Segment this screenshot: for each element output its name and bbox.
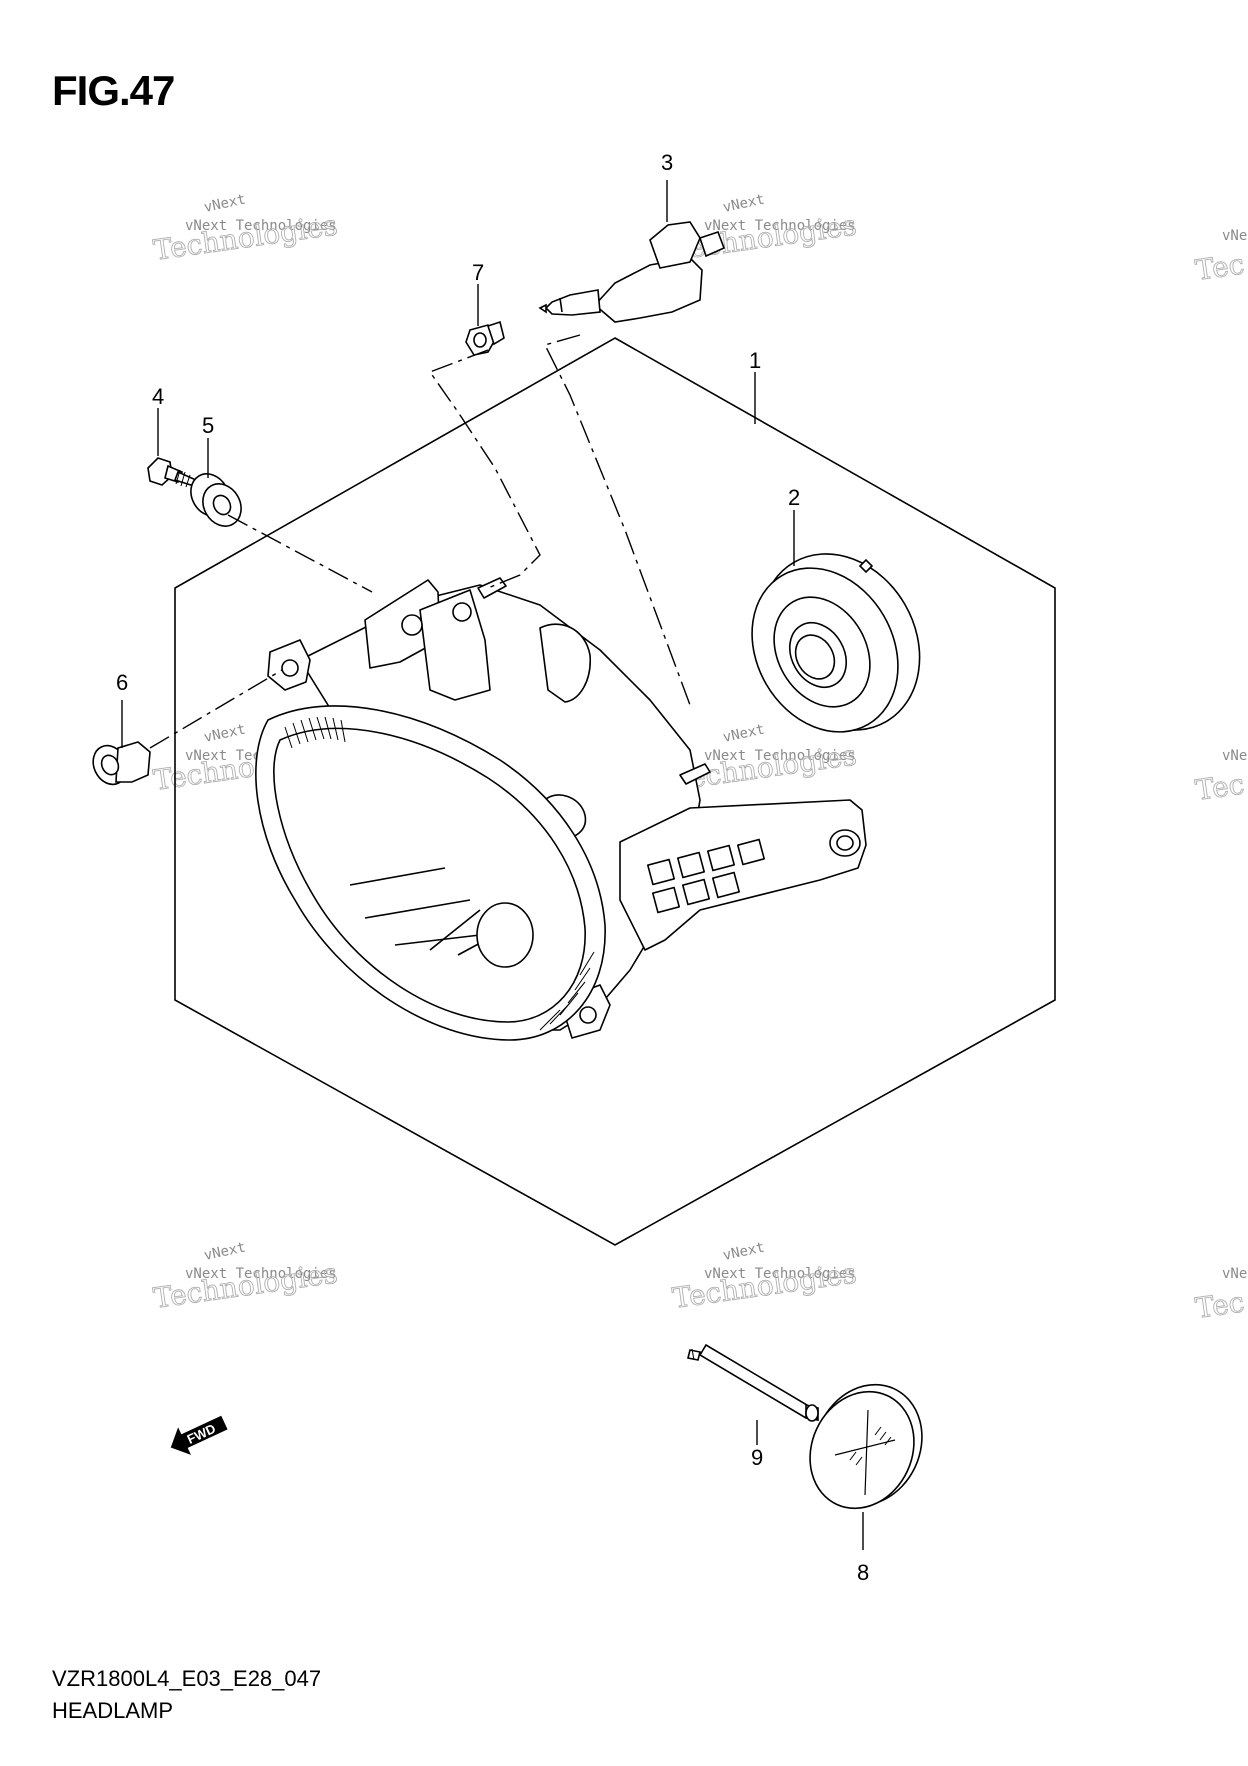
svg-text:vNe: vNe — [1222, 1266, 1247, 1282]
watermark-mid-right: vNext vNext Technologies Technologies — [670, 721, 859, 797]
callout-4: 4 — [152, 384, 164, 409]
clip-part — [465, 320, 505, 356]
svg-text:vNext: vNext — [203, 721, 248, 745]
watermark-top-left: vNext vNext Technologies Technologies — [151, 191, 340, 267]
callout-6: 6 — [116, 670, 128, 695]
svg-text:vNext: vNext — [722, 191, 767, 215]
cap-part — [809, 1383, 923, 1510]
svg-text:vNe: vNe — [1222, 228, 1247, 244]
watermark-edge-1: vNe Tec — [1193, 228, 1247, 287]
leader-lines — [121, 180, 864, 1550]
svg-text:vNext: vNext — [203, 191, 248, 215]
svg-text:vNext: vNext — [203, 1239, 248, 1263]
svg-text:vNext Technologies: vNext Technologies — [185, 1266, 337, 1282]
headlamp-lens — [255, 705, 606, 1041]
callout-8: 8 — [857, 1560, 869, 1585]
callout-7: 7 — [472, 260, 484, 285]
watermark-edge-2: vNe Tec — [1193, 748, 1247, 807]
screw-part — [147, 457, 197, 488]
socket-cover-part — [751, 553, 921, 733]
svg-text:vNext Technologies: vNext Technologies — [704, 218, 856, 234]
svg-text:Tec: Tec — [1193, 767, 1246, 806]
diagram-code: VZR1800L4_E03_E28_047 — [52, 1666, 322, 1691]
grommet-part — [92, 741, 151, 786]
svg-text:vNext Technologies: vNext Technologies — [704, 1266, 856, 1282]
svg-text:vNext Technologies: vNext Technologies — [185, 218, 337, 234]
adjusting-bolt-part — [687, 1343, 819, 1422]
callout-labels: 1 2 3 4 5 6 7 8 9 — [116, 150, 869, 1585]
svg-text:vNe: vNe — [1222, 748, 1247, 764]
figure-title: FIG.47 — [52, 67, 175, 114]
watermark-top-right: vNext vNext Technologies Technologies — [670, 191, 859, 267]
svg-text:vNext Technologies: vNext Technologies — [704, 748, 856, 764]
assembly-frame — [174, 337, 1056, 1246]
callout-5: 5 — [202, 413, 214, 438]
callout-3: 3 — [661, 150, 673, 175]
watermark-low-right: vNext vNext Technologies Technologies — [670, 1239, 859, 1315]
svg-text:Tec: Tec — [1193, 247, 1246, 286]
diagram-name: HEADLAMP — [52, 1698, 174, 1723]
watermark-low-left: vNext vNext Technologies Technologies — [151, 1239, 340, 1315]
callout-1: 1 — [749, 348, 761, 373]
svg-text:FWD: FWD — [185, 1421, 218, 1447]
callout-9: 9 — [751, 1445, 763, 1470]
watermark-edge-3: vNe Tec — [1193, 1266, 1247, 1325]
svg-text:vNext: vNext — [722, 721, 767, 745]
svg-text:vNext: vNext — [722, 1239, 767, 1263]
callout-2: 2 — [788, 485, 800, 510]
bulb-part — [538, 221, 726, 323]
svg-text:Tec: Tec — [1193, 1285, 1246, 1324]
cushion-part — [190, 473, 242, 527]
forward-arrow-icon: FWD — [170, 1415, 228, 1455]
